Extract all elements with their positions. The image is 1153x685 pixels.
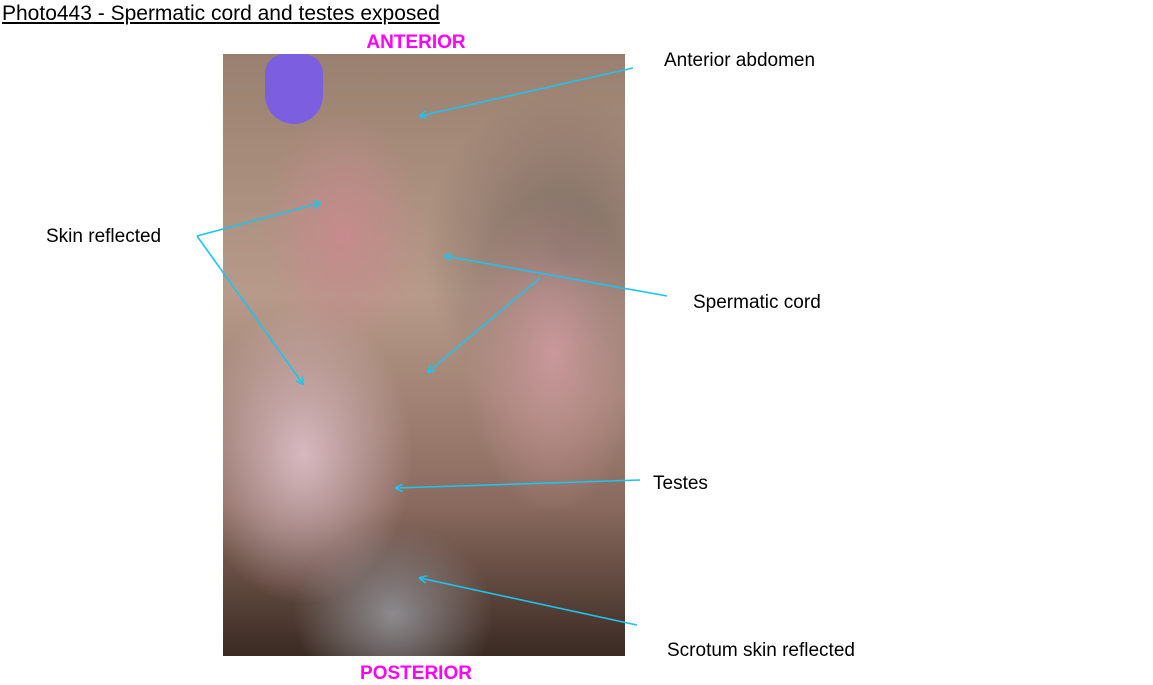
arrow-spermatic-cord-upper <box>445 256 668 297</box>
dissection-photo <box>223 54 625 656</box>
arrow-skin-reflected-lower <box>196 235 303 384</box>
page-title: Photo443 - Spermatic cord and testes exp… <box>2 2 440 25</box>
label-skin-reflected: Skin reflected <box>46 226 162 247</box>
arrow-spermatic-cord-lower <box>428 277 541 372</box>
anterior-label: ANTERIOR <box>366 32 466 53</box>
label-anterior-abdomen: Anterior abdomen <box>664 50 816 71</box>
arrow-skin-reflected-upper <box>196 203 320 237</box>
arrow-anterior-abdomen <box>420 67 634 116</box>
label-spermatic-cord: Spermatic cord <box>693 292 821 313</box>
label-scrotum-skin-reflected: Scrotum skin reflected <box>667 640 855 661</box>
arrow-testes <box>396 479 641 488</box>
arrow-scrotum-skin <box>420 578 638 626</box>
gloved-finger <box>265 54 323 124</box>
posterior-label: POSTERIOR <box>360 663 472 684</box>
label-testes: Testes <box>653 473 708 494</box>
